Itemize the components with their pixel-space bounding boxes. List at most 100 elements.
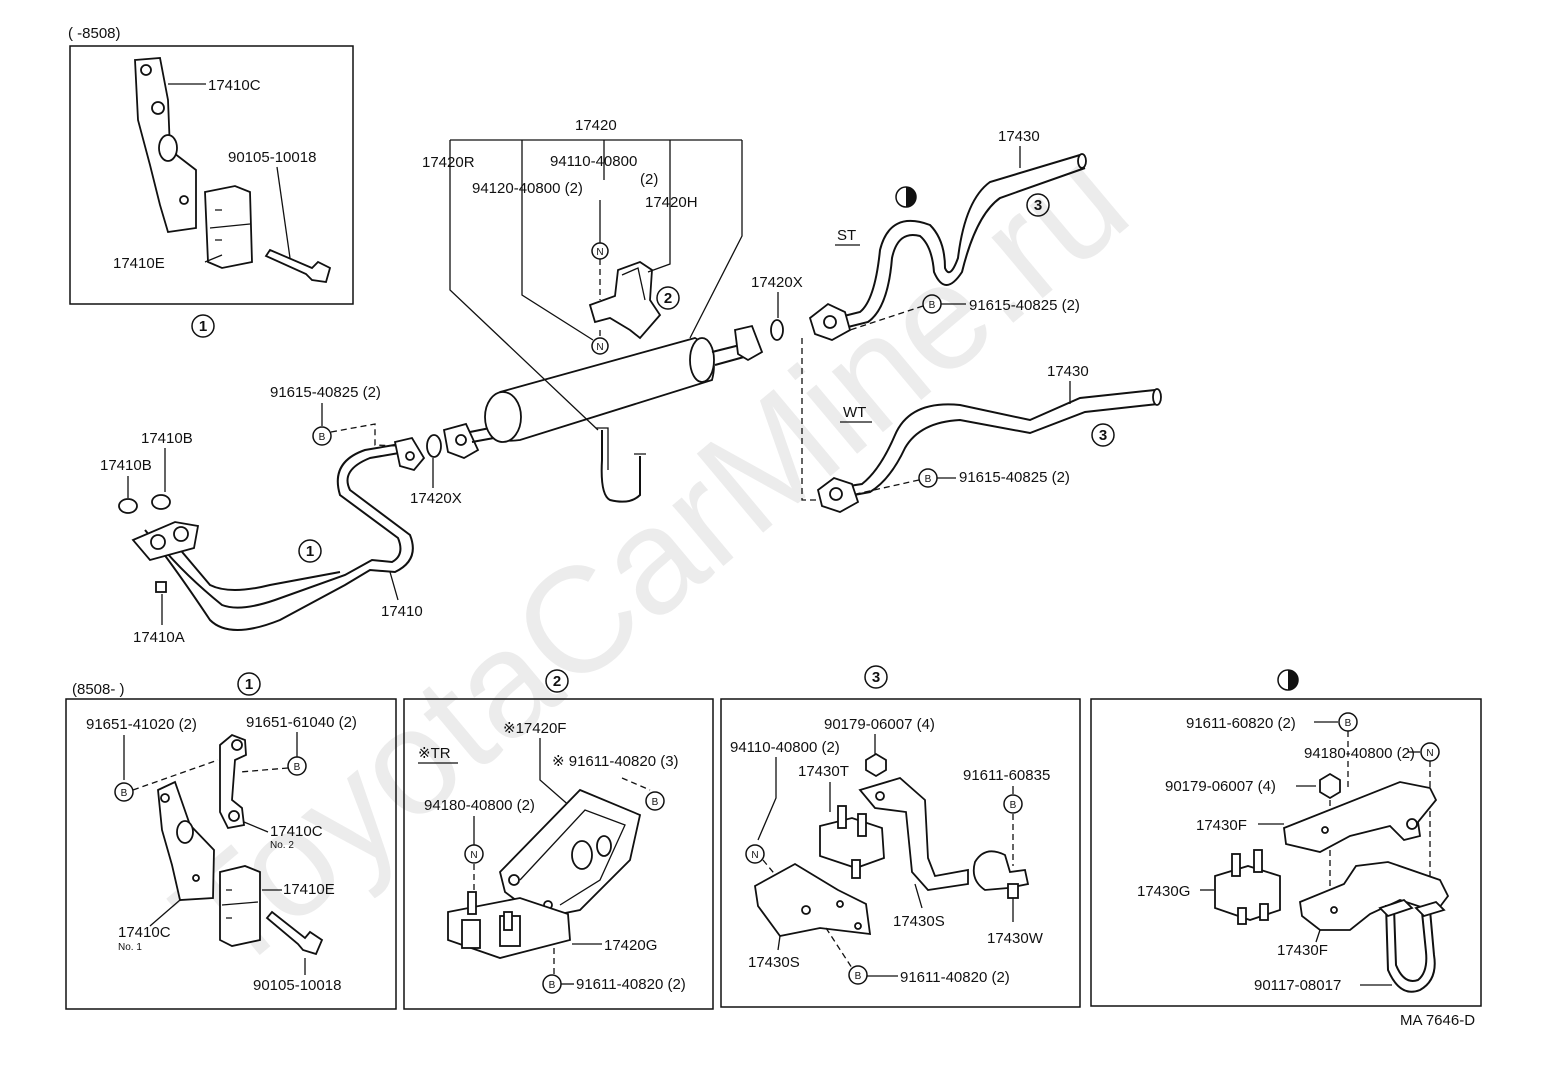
b-marker-p1-left <box>114 782 134 802</box>
b-marker-p3-right <box>1003 794 1023 814</box>
bracket-hole <box>151 101 165 115</box>
front-pipe-17410 <box>144 451 414 631</box>
mount-17430g <box>1214 865 1281 921</box>
inset-range: ( -8508) <box>68 25 121 42</box>
bracket-17410c-no2 <box>219 733 247 830</box>
panel-3: 3 90179-06007 (4) 94110-40800 (2) N 1743… <box>720 665 1081 1008</box>
n-marker-p4-letter: N <box>1426 748 1433 759</box>
flange-hole <box>150 534 166 550</box>
b-marker-p3-right-letter: B <box>1010 800 1017 811</box>
circle-marker-1-pipe-number: 1 <box>306 543 314 560</box>
label-94120-40800: 94120-40800 (2) <box>472 180 583 197</box>
bracket-17430f-lower <box>1299 861 1450 931</box>
label-91611-60820-p4: 91611-60820 (2) <box>1186 715 1296 732</box>
label-94110-40800-qty: (2) <box>640 171 658 188</box>
gasket-17410b-a <box>118 498 138 514</box>
b-marker-p3-bottom-letter: B <box>855 971 862 982</box>
nut-90179-p4 <box>1319 772 1341 800</box>
panel-2: 2 ※TR ※17420F ※ 91611-40820 (3) B 94180-… <box>403 669 714 1010</box>
label-17430-wt: 17430 <box>1047 363 1089 380</box>
panel-1-circle-marker <box>237 672 261 696</box>
circle-marker-2-number: 2 <box>664 290 672 307</box>
panel-2-frame <box>403 698 714 1010</box>
b-marker-p1-left-letter: B <box>121 788 128 799</box>
half-fill <box>906 187 916 207</box>
bolt-90105-p1 <box>265 910 324 956</box>
gasket-17420x-top <box>770 319 784 341</box>
b-marker-wt-letter: B <box>925 474 932 485</box>
panel-4: 91611-60820 (2) B 94180-40800 (2) N 9017… <box>1090 669 1482 1007</box>
drawing-number: MA 7646-D <box>1400 1012 1475 1029</box>
panel-1: (8508- ) 1 91651-41020 (2) 91651-61040 (… <box>65 672 397 1010</box>
support-17420h <box>588 260 662 340</box>
label-94180-40800-p2: 94180-40800 (2) <box>424 797 535 814</box>
label-17420h: 17420H <box>645 194 698 211</box>
panel-1-frame <box>65 698 397 1010</box>
n-marker-p2-letter: N <box>470 850 477 861</box>
circle-marker-1-pipe <box>298 539 322 563</box>
hanger-17420r <box>600 430 641 503</box>
n-marker-p3 <box>745 844 765 864</box>
label-94180-40800-p4: 94180-40800 (2) <box>1304 745 1415 762</box>
label-17430s-upper: 17430S <box>893 913 945 930</box>
label-tr: ※TR <box>418 745 451 762</box>
main-assembly: N N 2 17420 17420R 94110-40800 (2) 94120… <box>100 117 1162 646</box>
muffler-end <box>484 391 522 443</box>
inset-frame <box>69 45 354 305</box>
bracket-hole <box>179 195 189 205</box>
b-marker-p1-right <box>287 756 307 776</box>
label-17410e-p1: 17410E <box>283 881 335 898</box>
circle-marker-2 <box>656 286 680 310</box>
clamp-17430w <box>972 850 1030 891</box>
n-marker-upper-letter: N <box>596 247 603 258</box>
b-marker-p2-top <box>645 791 665 811</box>
label-91611-40820-2-p2: 91611-40820 (2) <box>576 976 686 993</box>
label-91611-40820-p3: 91611-40820 (2) <box>900 969 1010 986</box>
label-90117-08017: 90117-08017 <box>1254 977 1341 994</box>
label-17420r: 17420R <box>422 154 475 171</box>
label-91615-40825-st: 91615-40825 (2) <box>969 297 1080 314</box>
bracket-17430s-upper <box>858 776 969 891</box>
clamp-17410e <box>204 185 253 269</box>
panel-1-circle-number: 1 <box>245 676 253 693</box>
tail-pipe-wt <box>835 389 1156 489</box>
label-91611-60835: 91611-60835 <box>963 767 1050 784</box>
label-91615-40825-left: 91615-40825 (2) <box>270 384 381 401</box>
b-marker-p4-letter: B <box>1345 718 1352 729</box>
label-17410c-no1: 17410C <box>118 924 171 941</box>
label-17410e: 17410E <box>113 255 165 272</box>
label-91611-40820-3: ※ 91611-40820 (3) <box>552 753 679 770</box>
label-17420g: 17420G <box>604 937 657 954</box>
circle-marker-3-wt <box>1091 423 1115 447</box>
n-marker-lower-letter: N <box>596 342 603 353</box>
nut-90179-p3 <box>865 752 887 778</box>
panel-3-circle-number: 3 <box>872 669 880 686</box>
label-17430f-upper: 17430F <box>1196 817 1247 834</box>
label-17420: 17420 <box>575 117 617 134</box>
tail-pipe-st <box>835 154 1081 319</box>
gasket-17410b-b <box>151 494 171 510</box>
label-17410b-b: 17410B <box>100 457 152 474</box>
panel-3-frame <box>720 698 1081 1008</box>
label-st: ST <box>837 227 856 244</box>
label-90105-10018-p1: 90105-10018 <box>253 977 341 994</box>
b-marker-left <box>312 426 332 446</box>
flange-hole <box>173 526 189 542</box>
n-marker-p3-letter: N <box>751 850 758 861</box>
muffler-outlet-flange <box>734 324 764 362</box>
panel-4-frame <box>1090 698 1482 1007</box>
panel-4-half-fill <box>1288 670 1298 690</box>
panel-2-circle-marker <box>545 669 569 693</box>
muffler-outlet-pipe <box>711 344 745 366</box>
label-17410c: 17410C <box>208 77 261 94</box>
label-17410: 17410 <box>381 603 423 620</box>
label-17410a: 17410A <box>133 629 185 646</box>
bracket-hole <box>158 134 178 162</box>
circle-marker-3-wt-number: 3 <box>1099 427 1107 444</box>
inset-top-left: ( -8508) 17410C 90105-10018 17410E 1 <box>68 25 354 338</box>
circle-marker-1-number: 1 <box>199 318 207 335</box>
b-marker-p1-right-letter: B <box>294 762 301 773</box>
label-17430s-lower: 17430S <box>748 954 800 971</box>
label-17420f: ※17420F <box>503 720 566 737</box>
